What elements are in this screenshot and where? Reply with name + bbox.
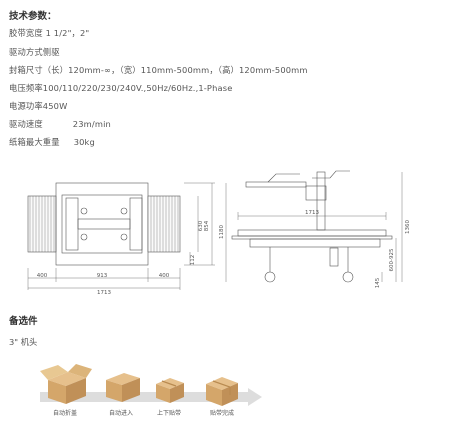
spec-power: 电源功率450W [9, 101, 68, 111]
spec-drive-mode: 驱动方式侧驱 [9, 47, 60, 57]
spec-heading: 技术参数： [9, 11, 57, 22]
spec-weight-value: 30kg [73, 137, 95, 147]
options-item: 3" 机头 [9, 337, 38, 347]
step-label-done: 贴带完成 [209, 410, 235, 417]
spec-speed-label: 驱动速度 [9, 119, 43, 129]
box-open-icon [40, 364, 92, 404]
dimension-drawing: 400 913 400 1713 630 854 112 1713 1180 1… [27, 170, 411, 296]
step-label-auto-feed: 自动进入 [108, 410, 134, 417]
side-view-labels: 1713 1180 1360 600-925 145 [219, 210, 411, 288]
sealing-steps [40, 364, 262, 406]
dim-112: 112 [190, 255, 196, 266]
spec-voltage: 电压频率100/110/220/230/240V.,50Hz/60Hz.,1-P… [9, 83, 233, 93]
dim-total-1713: 1713 [97, 290, 111, 296]
dim-600-925: 600-925 [389, 248, 395, 271]
step-label-auto-fold: 自动折盖 [52, 410, 78, 417]
top-view-labels: 400 913 400 1713 630 854 112 [37, 220, 210, 296]
dim-1180: 1180 [219, 225, 225, 239]
dim-630: 630 [198, 220, 204, 231]
dim-145: 145 [375, 277, 381, 288]
dim-mid-913: 913 [97, 273, 108, 279]
box-taping-icon [156, 378, 184, 403]
dim-side-1713: 1713 [305, 210, 319, 216]
dim-854: 854 [204, 220, 210, 231]
box-sealed-icon [206, 377, 238, 406]
spec-speed-value: 23m/min [72, 119, 111, 129]
side-view [225, 170, 403, 283]
dim-left-400: 400 [37, 273, 48, 279]
spec-weight: 纸箱最大重量 30kg [9, 136, 95, 148]
spec-speed: 驱动速度 23m/min [9, 118, 111, 130]
spec-weight-label: 纸箱最大重量 [9, 137, 60, 147]
dim-right-400: 400 [159, 273, 170, 279]
step-label-taping: 上下贴带 [156, 410, 182, 417]
options-title: 备选件 [9, 316, 38, 327]
box-entering-icon [106, 373, 140, 402]
dim-1360: 1360 [405, 220, 411, 234]
spec-carton-size: 封箱尺寸（长）120mm-∞，（宽）110mm-500mm，（高）120mm-5… [9, 65, 308, 75]
top-view [27, 182, 215, 290]
spec-tape-width: 胶带宽度 1 1/2"，2" [9, 28, 90, 38]
